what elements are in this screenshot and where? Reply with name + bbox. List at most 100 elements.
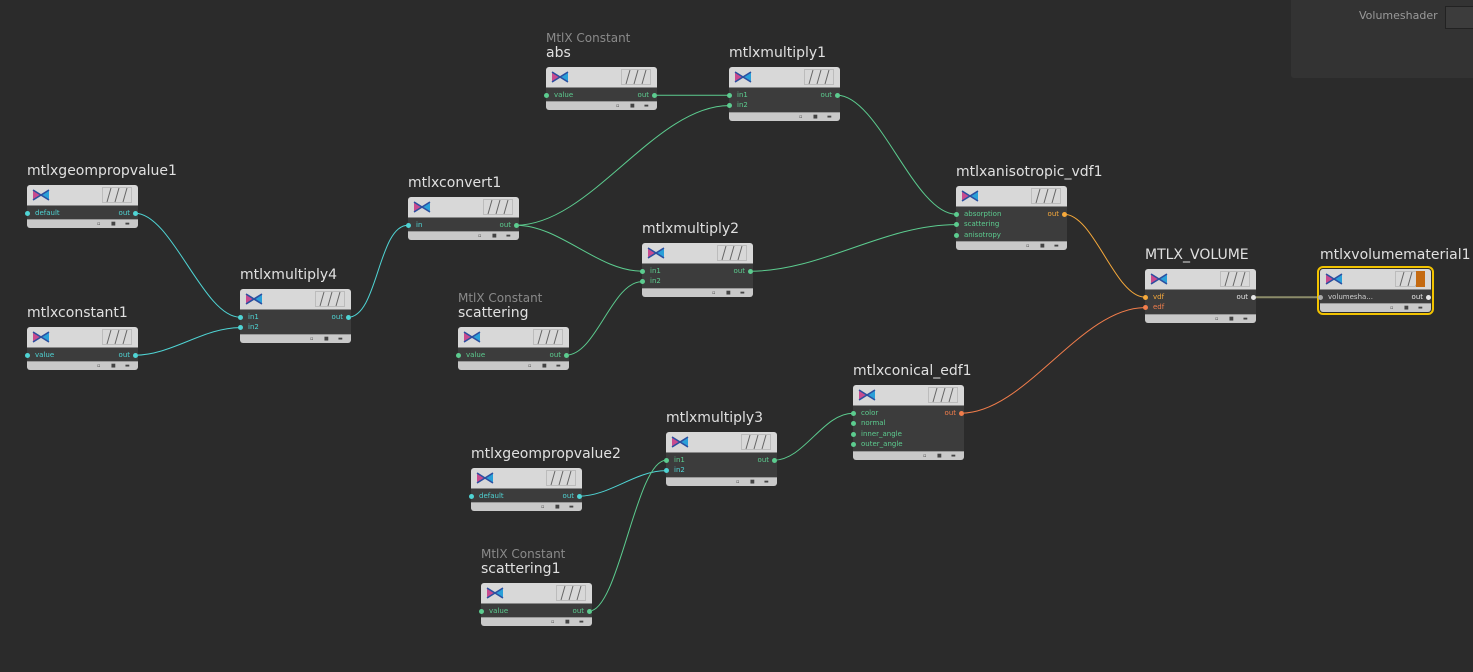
node-title[interactable]: abs xyxy=(546,45,571,61)
node-flags-icon[interactable] xyxy=(621,69,651,85)
lock-icon[interactable]: ■ xyxy=(542,363,547,370)
input-port-in2[interactable] xyxy=(640,279,645,285)
node-footer[interactable]: ▫■▬ xyxy=(471,502,582,512)
wire-mtlxconvert1-to-mtlxmultiply1[interactable] xyxy=(515,105,730,226)
collapse-icon[interactable]: ▬ xyxy=(579,619,584,626)
output-port[interactable] xyxy=(959,410,964,416)
output-port[interactable] xyxy=(587,608,592,614)
collapse-icon[interactable]: ▬ xyxy=(569,504,574,511)
input-port-absorption[interactable] xyxy=(954,211,959,217)
node-footer[interactable]: ▫ ■ ▬ xyxy=(729,111,840,121)
node-header[interactable] xyxy=(1145,269,1256,290)
node-flags-icon[interactable] xyxy=(102,329,132,345)
input-port-vdf[interactable] xyxy=(1143,294,1148,300)
lock-icon[interactable]: ■ xyxy=(492,233,497,240)
node-flags-icon[interactable] xyxy=(533,329,563,345)
node-body[interactable]: volumesha...out▫■▬ xyxy=(1317,265,1434,316)
output-port[interactable] xyxy=(748,268,753,274)
lock-icon[interactable]: ■ xyxy=(1040,243,1045,250)
node-title[interactable]: mtlxvolumematerial1 xyxy=(1320,247,1471,263)
collapse-icon[interactable]: ▬ xyxy=(1243,315,1248,322)
node-footer[interactable]: ▫■▬ xyxy=(240,333,351,343)
input-port-value[interactable] xyxy=(544,92,549,98)
bypass-icon[interactable]: ▫ xyxy=(528,363,532,370)
collapse-icon[interactable]: ▬ xyxy=(827,113,832,120)
node-footer[interactable]: ▫■▬ xyxy=(27,361,138,371)
collapse-icon[interactable]: ▬ xyxy=(506,233,511,240)
input-port-in2[interactable] xyxy=(727,103,732,109)
collapse-icon[interactable]: ▬ xyxy=(125,221,130,228)
node-header[interactable] xyxy=(1320,269,1431,290)
node-footer[interactable]: ▫■▬ xyxy=(666,476,777,486)
output-port[interactable] xyxy=(133,352,138,358)
node-flags-icon[interactable] xyxy=(717,245,747,261)
collapse-icon[interactable]: ▬ xyxy=(125,363,130,370)
node-flags-icon[interactable] xyxy=(1031,188,1061,204)
input-port-value[interactable] xyxy=(25,352,30,358)
input-port-normal[interactable] xyxy=(851,421,856,427)
node-title[interactable]: mtlxmultiply2 xyxy=(642,221,740,237)
wire-mtlxmultiply1-to-mtlxanisotropic_vdf1[interactable] xyxy=(836,94,957,215)
node-flags-icon[interactable] xyxy=(741,434,771,450)
node-footer[interactable]: ▫■▬ xyxy=(853,450,964,460)
node-header[interactable] xyxy=(458,327,569,348)
lock-icon[interactable]: ■ xyxy=(813,113,818,120)
bypass-icon[interactable]: ▫ xyxy=(1390,305,1394,312)
lock-icon[interactable]: ■ xyxy=(111,363,116,370)
collapse-icon[interactable]: ▬ xyxy=(1418,305,1423,312)
wire-mtlxgeompropvalue1-to-mtlxmultiply4[interactable] xyxy=(134,212,241,318)
node-header[interactable] xyxy=(27,185,138,206)
node-header[interactable] xyxy=(408,197,519,218)
node-title[interactable]: mtlxgeompropvalue2 xyxy=(471,446,621,462)
node-footer[interactable]: ▫■▬ xyxy=(481,617,592,627)
input-port-color[interactable] xyxy=(851,410,856,416)
node-flags-icon[interactable] xyxy=(483,199,513,215)
wire-mtlxconical_edf1-to-mtlx_volume[interactable] xyxy=(960,307,1146,414)
bypass-icon[interactable]: ▫ xyxy=(551,619,555,626)
display-flag-icon[interactable] xyxy=(1416,271,1425,287)
output-port[interactable] xyxy=(514,222,519,228)
node-footer[interactable]: ▫■▬ xyxy=(1145,313,1256,323)
input-port-inner_angle[interactable] xyxy=(851,431,856,437)
lock-icon[interactable]: ■ xyxy=(937,452,942,459)
node-header[interactable] xyxy=(956,186,1067,207)
lock-icon[interactable]: ■ xyxy=(630,103,635,110)
collapse-icon[interactable]: ▬ xyxy=(740,289,745,296)
input-port-value[interactable] xyxy=(456,352,461,358)
lock-icon[interactable]: ■ xyxy=(1404,305,1409,312)
input-port-value[interactable] xyxy=(479,608,484,614)
node-title[interactable]: MTLX_VOLUME xyxy=(1145,247,1249,263)
input-port-in1[interactable] xyxy=(664,457,669,463)
node-title[interactable]: mtlxconstant1 xyxy=(27,305,128,321)
lock-icon[interactable]: ■ xyxy=(555,504,560,511)
wire-scattering-to-mtlxmultiply2[interactable] xyxy=(565,281,643,356)
node-title[interactable]: mtlxconvert1 xyxy=(408,175,502,191)
node-footer[interactable]: ▫■▬ xyxy=(546,101,657,111)
collapse-icon[interactable]: ▬ xyxy=(556,363,561,370)
node-header[interactable] xyxy=(729,67,840,88)
bypass-icon[interactable]: ▫ xyxy=(799,113,803,120)
output-port[interactable] xyxy=(577,493,582,499)
node-flags-icon[interactable] xyxy=(546,470,576,486)
node-footer[interactable]: ▫■▬ xyxy=(27,219,138,229)
collapse-icon[interactable]: ▬ xyxy=(764,478,769,485)
bypass-icon[interactable]: ▫ xyxy=(1026,243,1030,250)
parameter-panel[interactable]: Volumeshader xyxy=(1291,0,1473,78)
node-footer[interactable]: ▫■▬ xyxy=(956,241,1067,251)
panel-field[interactable] xyxy=(1445,6,1473,29)
lock-icon[interactable]: ■ xyxy=(1229,315,1234,322)
node-header[interactable] xyxy=(240,289,351,310)
node-header[interactable] xyxy=(481,583,592,604)
lock-icon[interactable]: ■ xyxy=(726,289,731,296)
node-footer[interactable]: ▫ ■ ▬ xyxy=(1320,303,1431,313)
node-footer[interactable]: ▫■▬ xyxy=(642,287,753,297)
